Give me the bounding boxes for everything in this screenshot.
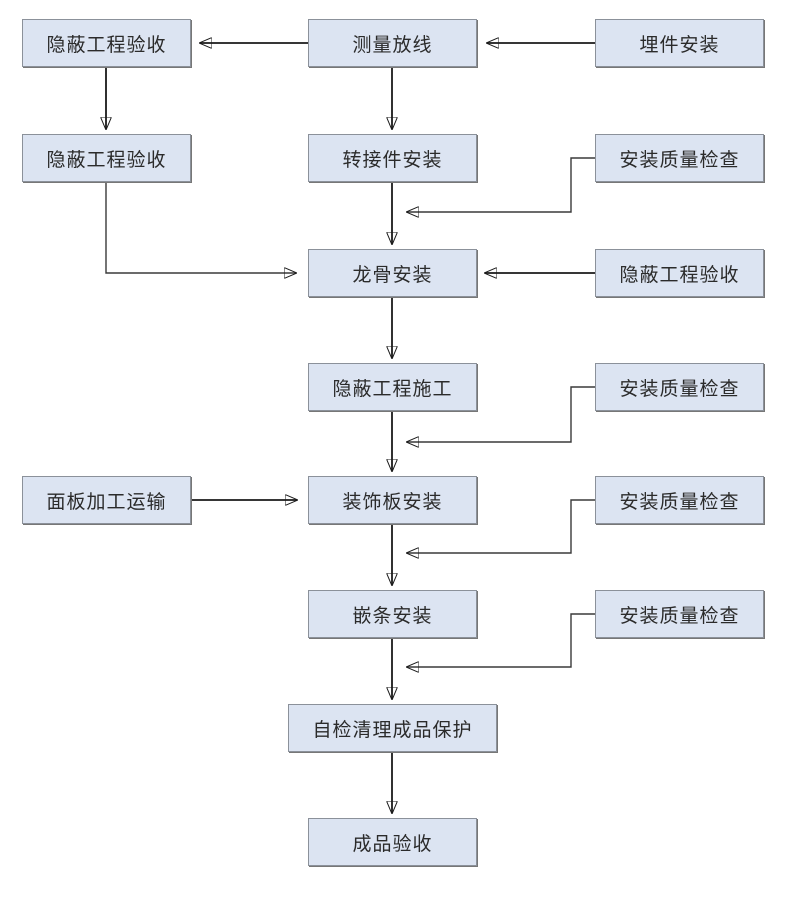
node-install-quality-check-1: 安装质量检查: [595, 134, 764, 182]
node-install-quality-check-4: 安装质量检查: [595, 590, 764, 638]
node-trim-strip-install: 嵌条安装: [308, 590, 477, 638]
arrow-qc4-elbow: [407, 613, 595, 667]
node-hidden-work-acceptance-2: 隐蔽工程验收: [22, 134, 191, 182]
node-install-quality-check-2: 安装质量检查: [595, 363, 764, 411]
node-keel-install: 龙骨安装: [308, 249, 477, 297]
node-decorative-panel-install: 装饰板安装: [308, 476, 477, 524]
node-self-check-cleanup-protection: 自检清理成品保护: [288, 704, 497, 752]
node-hidden-work-acceptance-3: 隐蔽工程验收: [595, 249, 764, 297]
node-install-quality-check-3: 安装质量检查: [595, 476, 764, 524]
node-hidden-work-construction: 隐蔽工程施工: [308, 363, 477, 411]
node-hidden-work-acceptance-1: 隐蔽工程验收: [22, 19, 191, 67]
node-embedded-parts-install: 埋件安装: [595, 19, 764, 67]
node-panel-processing-transport: 面板加工运输: [22, 476, 191, 524]
arrow-qc3-elbow: [407, 499, 595, 553]
node-adapter-install: 转接件安装: [308, 134, 477, 182]
arrow-hidden2-to-keel: [105, 183, 296, 273]
node-survey-layout: 测量放线: [308, 19, 477, 67]
node-finished-product-acceptance: 成品验收: [308, 818, 477, 866]
arrow-qc2-elbow: [407, 386, 595, 442]
arrow-qc1-elbow: [407, 157, 595, 212]
